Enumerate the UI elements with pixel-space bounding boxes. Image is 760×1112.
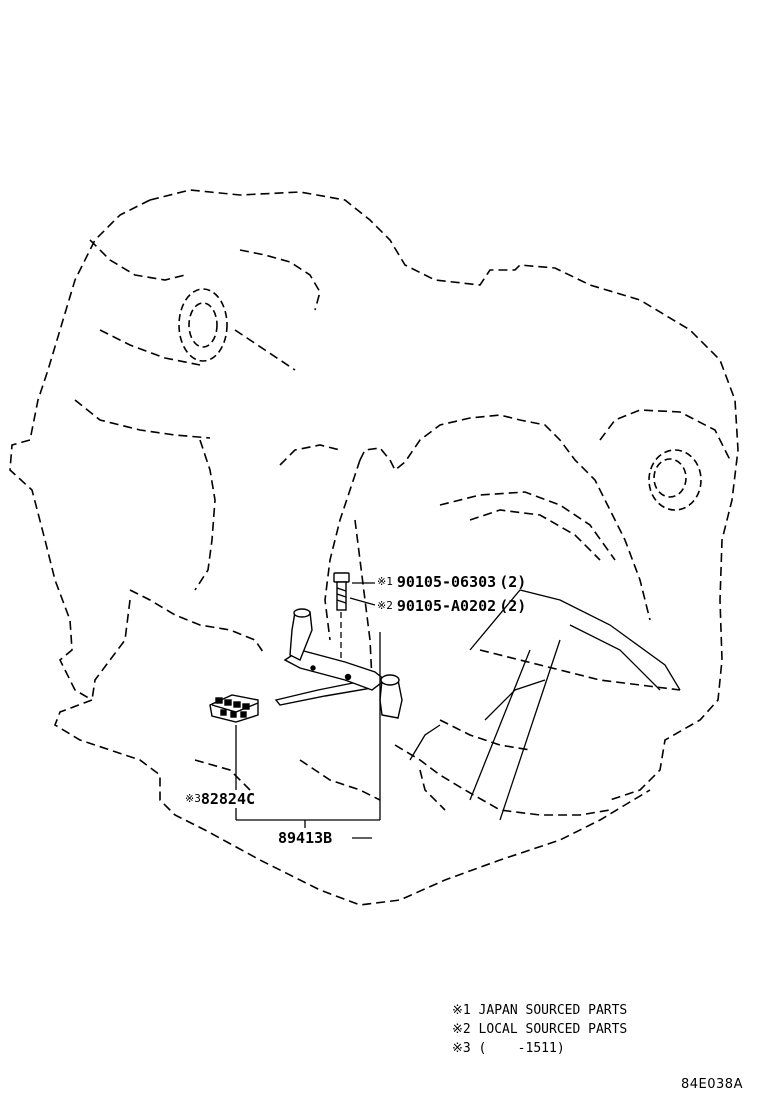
- housing-solid-lines: [409, 589, 681, 821]
- mark-2: ※2: [377, 599, 393, 612]
- right-boss-outer: [648, 449, 702, 511]
- mark-3: ※3: [185, 792, 201, 805]
- left-boss-outer: [178, 288, 228, 362]
- bolt-leaders: [349, 582, 376, 606]
- figure-code: 84E038A: [681, 1077, 743, 1092]
- part-label-bracket: 89413B: [278, 829, 332, 847]
- qty-bolt-2: (2): [499, 597, 527, 615]
- left-boss-inner: [188, 302, 218, 348]
- part-number-bolt-2[interactable]: 90105-A0202: [396, 597, 497, 615]
- note-local-sourced: ※2 LOCAL SOURCED PARTS: [452, 1022, 628, 1037]
- qty-bolt-1: (2): [499, 573, 527, 591]
- part-number-connector[interactable]: 82824C: [200, 790, 256, 808]
- transmission-phantom-outline: [9, 189, 739, 906]
- bracket-icon: [274, 608, 403, 719]
- right-boss-inner: [653, 458, 687, 498]
- note-serial-range: ※3 ( -1511): [452, 1041, 565, 1056]
- note-japan-sourced: ※1 JAPAN SOURCED PARTS: [452, 1003, 628, 1018]
- part-number-bolt-1[interactable]: 90105-06303: [396, 573, 497, 591]
- callout-lines: [235, 632, 381, 839]
- mark-1: ※1: [377, 575, 393, 588]
- connector-icon: [209, 694, 259, 723]
- housing-bosses: [178, 288, 702, 511]
- bolt-icon: [333, 572, 350, 611]
- part-number-bracket[interactable]: 89413B: [278, 829, 333, 847]
- part-label-connector: ※382824C: [185, 790, 255, 808]
